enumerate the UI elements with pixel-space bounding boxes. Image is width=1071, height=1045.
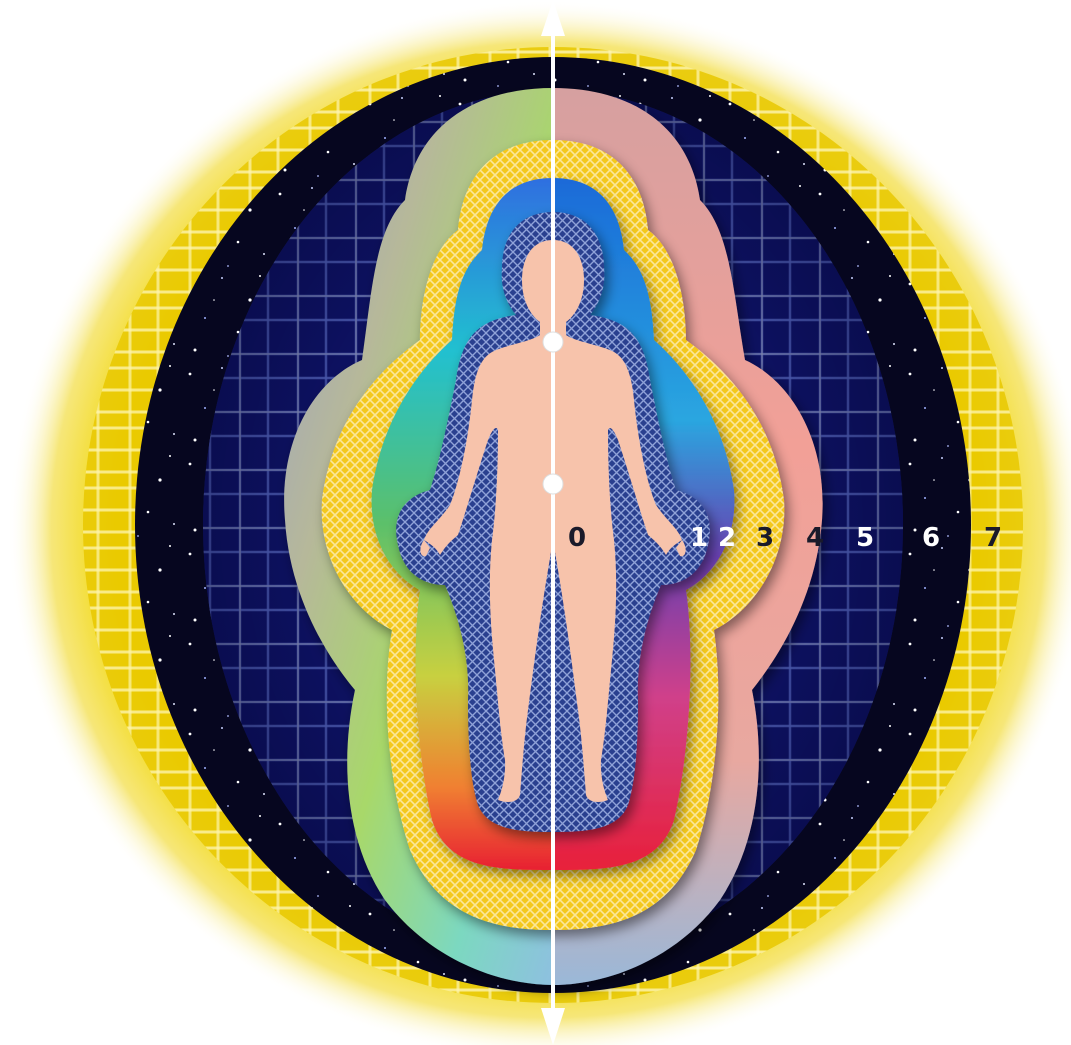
layer-label-4: 4 [806, 523, 824, 553]
layer-label-5: 5 [856, 523, 874, 553]
layer-label-0: 0 [568, 523, 586, 553]
layer-label-2: 2 [718, 523, 736, 553]
layer-label-7: 7 [984, 523, 1002, 553]
layer-label-6: 6 [922, 523, 940, 553]
axis-point-upper [543, 332, 563, 352]
layer-label-1: 1 [690, 523, 708, 553]
axis-point-lower [543, 474, 563, 494]
layer-label-3: 3 [756, 523, 774, 553]
